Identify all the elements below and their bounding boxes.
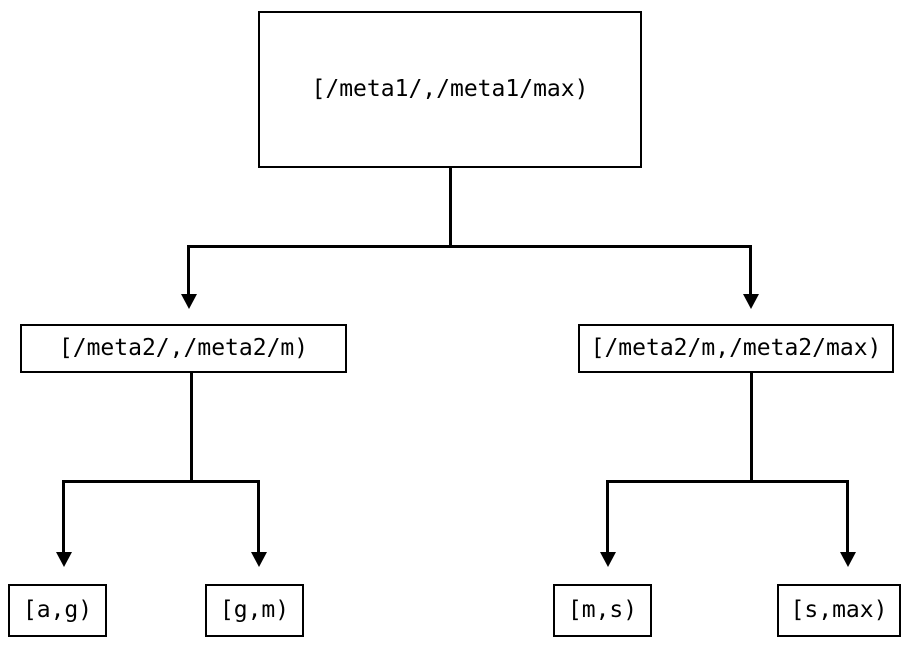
edge-mid-right-bar-right [750,480,849,483]
node-leaf-3[interactable]: [m,s) [553,584,652,637]
edge-mid-right-stem [750,373,753,482]
arrowhead-icon-leaf3 [600,552,616,567]
edge-mid-left-bar-right [190,480,260,483]
node-leaf-1[interactable]: [a,g) [8,584,107,637]
node-leaf-1-label: [a,g) [22,597,93,623]
edge-leaf3-drop [606,480,609,553]
node-leaf-3-label: [m,s) [567,597,638,623]
edge-leaf1-drop [62,480,65,553]
arrowhead-icon-root-left [181,294,197,309]
node-root[interactable]: [/meta1/,/meta1/max) [258,11,642,168]
edge-root-stem [449,168,452,247]
edge-mid-right-bar-left [606,480,753,483]
edge-leaf2-drop [257,480,260,553]
node-mid-right[interactable]: [/meta2/m,/meta2/max) [578,324,894,373]
edge-root-bar [187,245,752,248]
node-mid-left-label: [/meta2/,/meta2/m) [58,335,309,361]
edge-mid-left-bar-left [62,480,193,483]
edge-leaf4-drop [846,480,849,553]
edge-root-right-drop [749,245,752,295]
node-mid-right-label: [/meta2/m,/meta2/max) [590,335,882,361]
edge-mid-left-stem [190,373,193,482]
arrowhead-icon-root-right [743,294,759,309]
arrowhead-icon-leaf2 [251,552,267,567]
node-leaf-4-label: [s,max) [790,597,888,623]
node-leaf-2[interactable]: [g,m) [205,584,304,637]
node-mid-left[interactable]: [/meta2/,/meta2/m) [20,324,347,373]
node-root-label: [/meta1/,/meta1/max) [311,76,589,102]
node-leaf-2-label: [g,m) [219,597,290,623]
arrowhead-icon-leaf4 [840,552,856,567]
edge-root-left-drop [187,245,190,295]
arrowhead-icon-leaf1 [56,552,72,567]
node-leaf-4[interactable]: [s,max) [777,584,901,637]
